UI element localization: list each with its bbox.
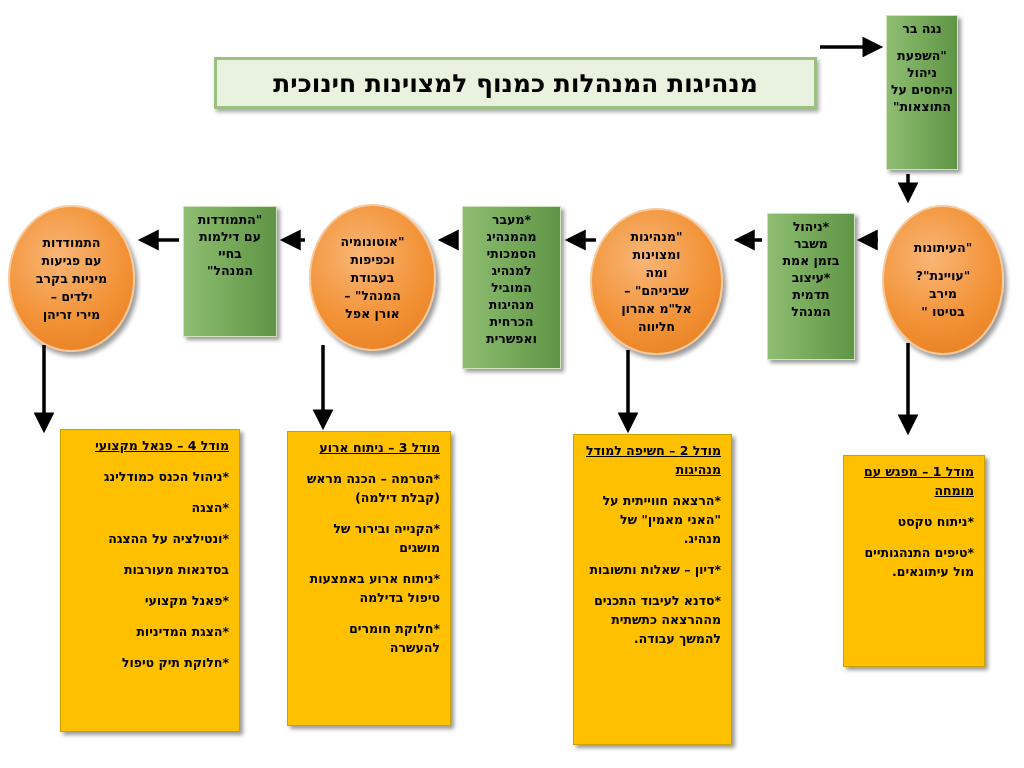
shape-text-line: מירי זריהן [42, 306, 101, 322]
shape-text-line: ניהול [907, 65, 937, 80]
shape-text-line: תדמית [792, 287, 830, 302]
shape-text-line: *ניהול [792, 219, 830, 234]
model-item: *הטרמה – הכנה מראש (קבלת דילמה) [306, 471, 440, 505]
model-item: *הצגה [191, 500, 229, 515]
shape-text-line: אורן אפל [345, 305, 400, 321]
shape-text-line: מהמנהיג [486, 229, 537, 244]
shape-text-line: שביניהם" – [624, 282, 689, 298]
model-1-items: *ניתוח טקסט *טיפים התנהגותיים מול עיתונאי… [852, 512, 974, 581]
shape-text-line: הסמכותי [486, 246, 537, 261]
top-box-noga-bar: נגה בר "השפעת ניהול היחסים על התוצאות" [886, 15, 958, 170]
model-item: *סדנא לעיבוד התכנים מההרצאה כתשתית להמשך… [594, 593, 721, 646]
shape-text-line: ילדים – [50, 288, 93, 304]
shape-text-line: הכרחית [489, 314, 534, 329]
shape-text-line: בחיי [218, 246, 242, 261]
shape-text-line: "התמודדות [197, 212, 263, 227]
model-item: *ניתוח ארוע באמצעות טיפול בדילמה [309, 571, 440, 605]
model-2-heading: מודל 2 – חשיפה למודל מנהיגות [586, 443, 721, 477]
model-3-box: מודל 3 – ניתוח ארוע *הטרמה – הכנה מראש (… [287, 431, 451, 726]
model-item: *חלוקת חומרים להעשרה [349, 621, 440, 655]
shape-text-line: המוביל [491, 280, 532, 295]
model-4-box: מודל 4 – פנאל מקצועי *ניהול הכנס כמודלינ… [60, 429, 240, 732]
shape-text-line: "עויינת"? [915, 268, 971, 283]
model-2-items: *הרצאה חווייתית על "האני מאמין" של מנהיג… [582, 491, 721, 648]
page-title: מנהיגות המנהלות כמנוף למצוינות חינוכית [214, 57, 817, 109]
model-item: *ניתוח טקסט [897, 514, 974, 529]
model-item: *הרצאה חווייתית על "האני מאמין" של מנהיג… [602, 493, 721, 546]
model-2-box: מודל 2 – חשיפה למודל מנהיגות *הרצאה חווי… [573, 434, 732, 745]
model-item: *חלוקת תיק טיפול [121, 655, 229, 670]
shape-text-line: אל"מ אהרון [621, 300, 692, 316]
shape-text-line: המנהל" [207, 263, 253, 278]
shape-text-line: משבר [794, 236, 828, 251]
circle-sexual-abuse: התמודדות עם פגיעות מיניות בקרב ילדים – מירי … [8, 205, 135, 352]
model-item: *ניהול הכנס כמודלינג [103, 469, 229, 484]
shape-text-line: בעבודת [350, 269, 395, 285]
shape-text-line: בטיטו " [921, 304, 965, 319]
shape-text-line: "אוטונומיה [340, 233, 405, 249]
shape-text-line: מירב [929, 286, 957, 301]
model-item: *הקנייה ובירור של מושגים [333, 521, 440, 555]
model-item: *דיון – שאלות ותשובות [589, 562, 721, 577]
model-item: *טיפים התנהגותיים מול עיתונאים. [864, 545, 974, 579]
shape-text-line: חליווה [638, 318, 675, 334]
shape-text-line: למנהיג [491, 263, 532, 278]
shape-text-line: "השפעת [897, 48, 947, 63]
shape-text-line: התוצאות" [892, 99, 952, 114]
model-item: בסדנאות מעורבות [123, 562, 229, 577]
shape-text-line: מנהיגות [488, 297, 535, 312]
model-4-heading: מודל 4 – פנאל מקצועי [95, 438, 229, 453]
model-4-items: *ניהול הכנס כמודלינג *הצגה *ונטילציה על הה… [69, 467, 229, 672]
shape-text-line: המנהל [791, 304, 831, 319]
shape-text-line: עם פגיעות [41, 252, 102, 268]
shape-text-line [887, 37, 957, 47]
shape-text-line: היחסים על [891, 82, 953, 97]
model-1-heading: מודל 1 – מפגש עם מומחה [864, 464, 974, 498]
circle-journalism: "העיתונות "עויינת"? מירב בטיטו " [882, 205, 1004, 355]
green-box-crisis-management: *ניהול משבר בזמן אמת *עיצוב תדמית המנהל [767, 213, 855, 360]
shape-text-line: ואפשרית [486, 331, 537, 346]
shape-text-line: ומצוינות [632, 246, 681, 262]
circle-leadership-excellence: "מנהיגות ומצוינות ומה שביניהם" – אל"מ אהרון ח… [590, 208, 723, 355]
green-box-leadership-transition: *מעבר מהמנהיג הסמכותי למנהיג המוביל מנהיגות הכ… [462, 206, 561, 369]
model-item: *הצגת המדיניות [136, 624, 229, 639]
shape-text-line: נגה בר [902, 21, 942, 36]
shape-text-line: התמודדות [42, 234, 101, 250]
shape-text-line: "העיתונות [913, 240, 973, 255]
shape-text-line: וכפיפות [350, 251, 395, 267]
green-box-dilemmas: "התמודדות עם דילמות בחיי המנהל" [183, 206, 277, 337]
circle-autonomy: "אוטונומיה וכפיפות בעבודת המנהל" – אורן אפל [309, 204, 436, 351]
shape-text-line: מיניות בקרב [35, 270, 108, 286]
shape-text-line: עם דילמות [199, 229, 261, 244]
model-item: *פאנל מקצועי [144, 593, 229, 608]
shape-text-line: *מעבר [491, 212, 532, 227]
shape-text-line: המנהל" – [344, 287, 401, 303]
shape-text-line: *עיצוב [791, 270, 831, 285]
model-3-heading: מודל 3 – ניתוח ארוע [319, 440, 440, 455]
shape-text-line: ומה [645, 264, 668, 280]
shape-text-line: "מנהיגות [630, 228, 683, 244]
model-3-items: *הטרמה – הכנה מראש (קבלת דילמה) *הקנייה ו… [296, 469, 440, 657]
model-1-box: מודל 1 – מפגש עם מומחה *ניתוח טקסט *טיפים… [843, 455, 985, 667]
shape-text-line: בזמן אמת [782, 253, 840, 268]
model-item: *ונטילציה על ההצגה [108, 531, 229, 546]
